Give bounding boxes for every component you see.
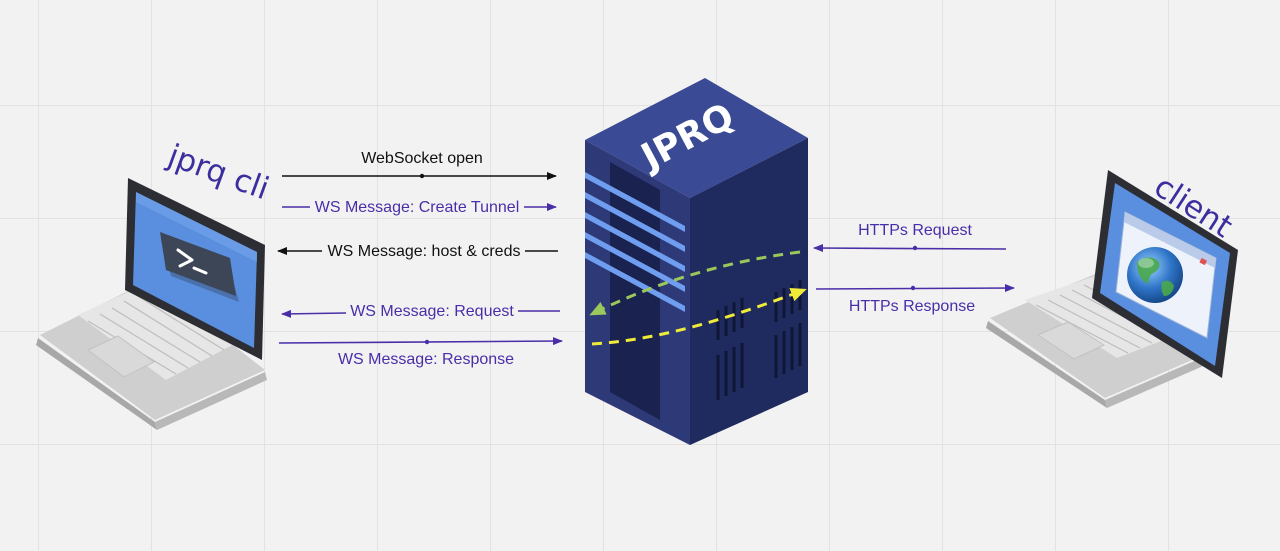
arrow-https-request: [813, 244, 1007, 253]
server-light-bars: [585, 172, 685, 312]
arrow-ws-response: [278, 337, 563, 346]
https-arrows: HTTPs Request HTTPs Response: [813, 222, 1015, 315]
internal-flow-green: [589, 250, 801, 316]
browser-globe-icon: [1115, 211, 1217, 339]
label-ws-response: WS Message: Response: [338, 351, 514, 368]
label-ws-request: WS Message: Request: [350, 303, 514, 320]
label-ws-create-tunnel: WS Message: Create Tunnel: [315, 199, 520, 216]
label-https-response: HTTPs Response: [849, 298, 975, 315]
server-vents: [716, 280, 802, 400]
label-https-request: HTTPs Request: [858, 222, 972, 239]
client-laptop: client: [986, 169, 1239, 408]
internal-flow-yellow: [591, 288, 807, 346]
label-ws-open: WebSocket open: [361, 150, 483, 167]
label-ws-host-creds: WS Message: host & creds: [328, 243, 521, 260]
websocket-arrows: WebSocket open WS Message: Create Tunnel…: [277, 150, 563, 368]
terminal-icon: [160, 232, 239, 302]
cli-label: jprq cli: [162, 137, 273, 207]
arrow-ws-request-left: [281, 309, 347, 318]
cli-laptop: jprq cli: [36, 137, 274, 430]
jprq-server: JPRQ: [585, 78, 808, 445]
